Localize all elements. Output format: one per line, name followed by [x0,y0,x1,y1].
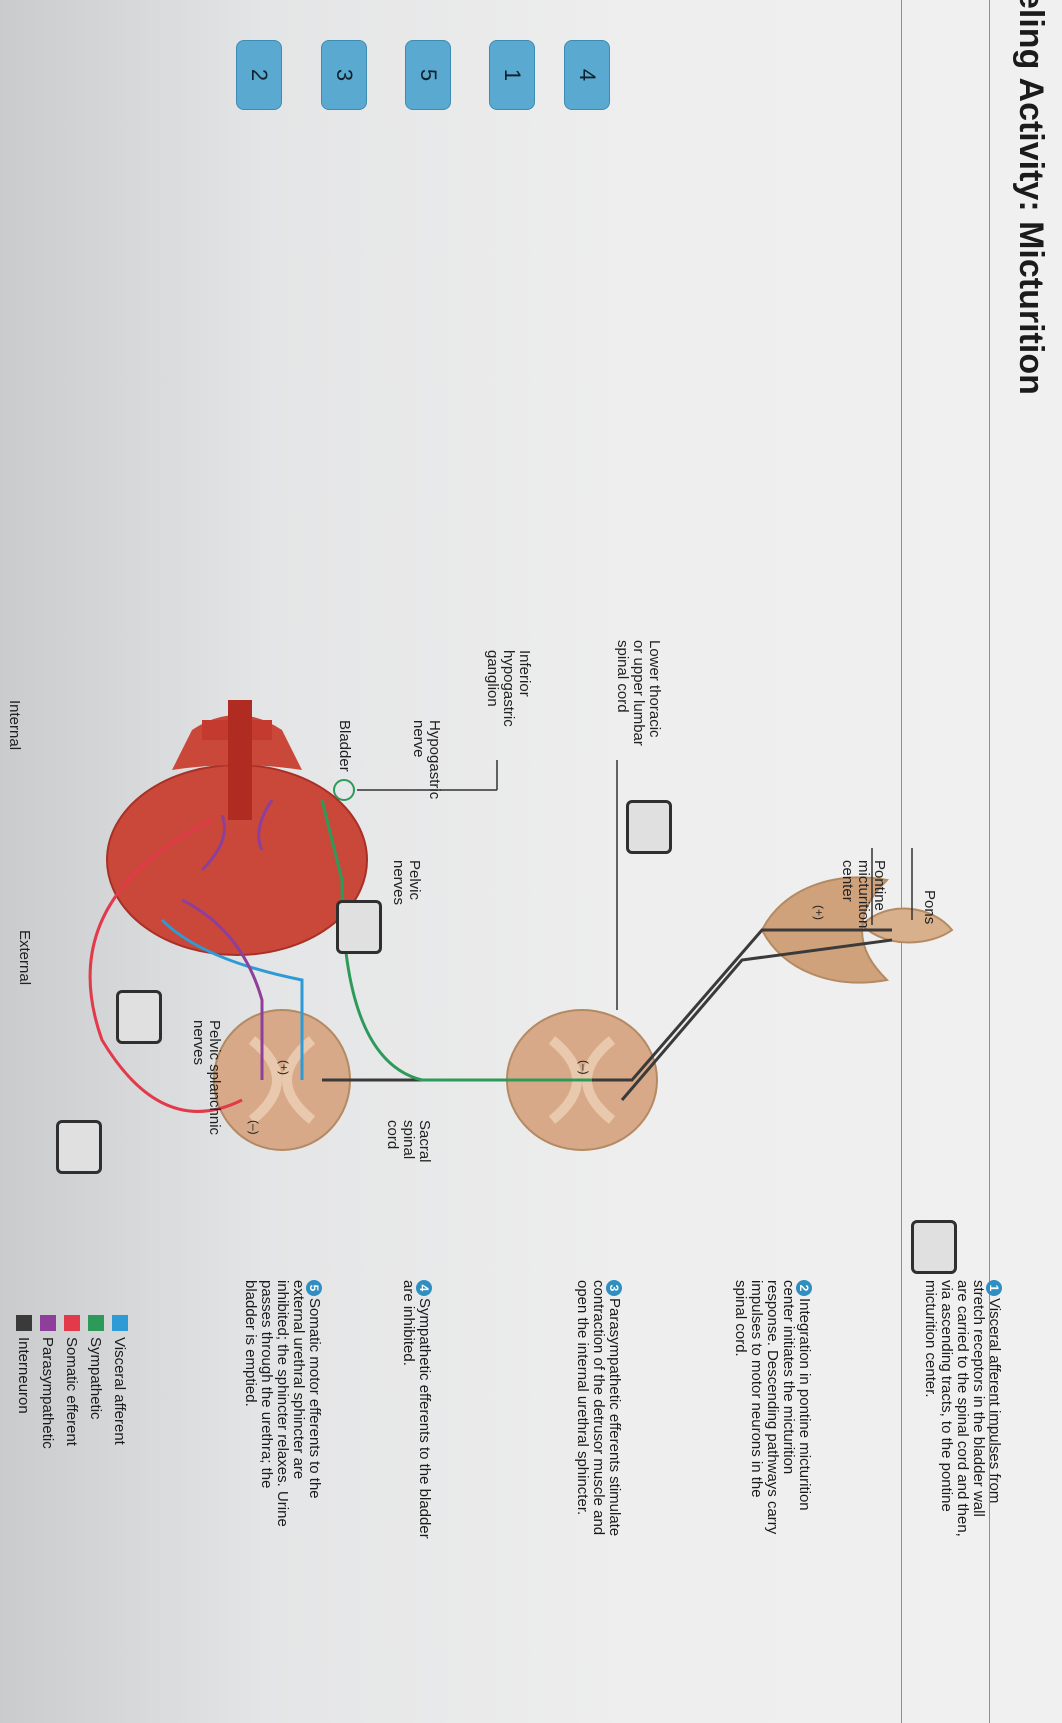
drop-target-1[interactable] [911,1220,957,1274]
step-5-text: Somatic motor efferents to the external … [242,1280,323,1527]
label-pontine-center: Pontine micturition center [839,860,888,929]
legend-swatch-visceral [112,1315,128,1331]
step-1-text: Visceral afferent impulses from stretch … [922,1280,1003,1537]
sign-thoracic-minus: (–) [577,1060,591,1075]
legend-row-interneuron: Interneuron [12,1315,36,1449]
label-sacral-cord: Sacral spinal cord [384,1120,433,1163]
legend-row-sympathetic: Sympathetic [84,1315,108,1449]
step-4-text: Sympathetic efferents to the bladder are… [400,1280,433,1539]
label-pons: Pons [921,890,938,925]
drop-target-5[interactable] [56,1120,102,1174]
drop-target-3[interactable] [336,900,382,954]
legend-label-visceral: Visceral afferent [111,1337,129,1445]
step-4-number: 4 [416,1280,432,1296]
step-4: 4Sympathetic efferents to the bladder ar… [400,1280,433,1540]
label-pelvic-nerves: Pelvic nerves [390,860,423,906]
label-lower-thoracic: Lower thoracic or upper lumbar spinal co… [614,640,663,746]
legend-label-interneuron: Interneuron [15,1337,33,1414]
bladder-vessels [200,799,274,872]
label-hypogastric-nerve: Hypogastric nerve [410,720,443,800]
interneuron-ascending [620,938,893,1101]
legend: Visceral afferent Sympathetic Somatic ef… [12,1315,132,1449]
label-pelvic-splanchnic: Pelvic splanchnic nerves [190,1020,223,1136]
step-2-text: Integration in pontine micturition cente… [732,1280,813,1535]
legend-row-somatic: Somatic efferent [60,1315,84,1449]
legend-swatch-somatic [64,1315,80,1331]
step-1-number: 1 [986,1280,1002,1296]
sign-sacral-plus: (+) [277,1060,291,1075]
sign-pons-plus: (+) [812,905,826,920]
step-5-number: 5 [306,1280,322,1296]
hypogastric-ganglion-node [333,779,355,801]
label-inferior-hypogastric: Inferior hypogastric ganglion [484,650,533,727]
urethra [228,700,252,820]
label-external: External [16,930,33,986]
step-3-number: 3 [606,1280,622,1296]
step-3: 3Parasympathetic efferents stimulate con… [574,1280,623,1540]
sign-sacral-minus: (–) [247,1120,261,1135]
legend-row-parasympathetic: Parasympathetic [36,1315,60,1449]
parasympathetic-path [181,898,264,1080]
step-2: 2Integration in pontine micturition cent… [732,1280,813,1540]
drop-target-4[interactable] [116,990,162,1044]
legend-label-sympathetic: Sympathetic [87,1337,105,1420]
somatic-efferent-path [88,818,243,1113]
step-5: 5Somatic motor efferents to the external… [242,1280,323,1540]
step-2-number: 2 [796,1280,812,1296]
legend-label-somatic: Somatic efferent [63,1337,81,1446]
label-internal: Internal [6,700,23,751]
legend-row-visceral: Visceral afferent [108,1315,132,1449]
label-bladder: Bladder [336,720,353,772]
visceral-afferent-path [160,918,304,1080]
step-1: 1Visceral afferent impulses from stretch… [922,1280,1003,1540]
legend-swatch-sympathetic [88,1315,104,1331]
legend-swatch-interneuron [16,1315,32,1331]
drop-target-2[interactable] [626,800,672,854]
step-3-text: Parasympathetic efferents stimulate cont… [574,1280,623,1537]
legend-swatch-parasympathetic [40,1315,56,1331]
legend-label-parasympathetic: Parasympathetic [39,1337,57,1449]
